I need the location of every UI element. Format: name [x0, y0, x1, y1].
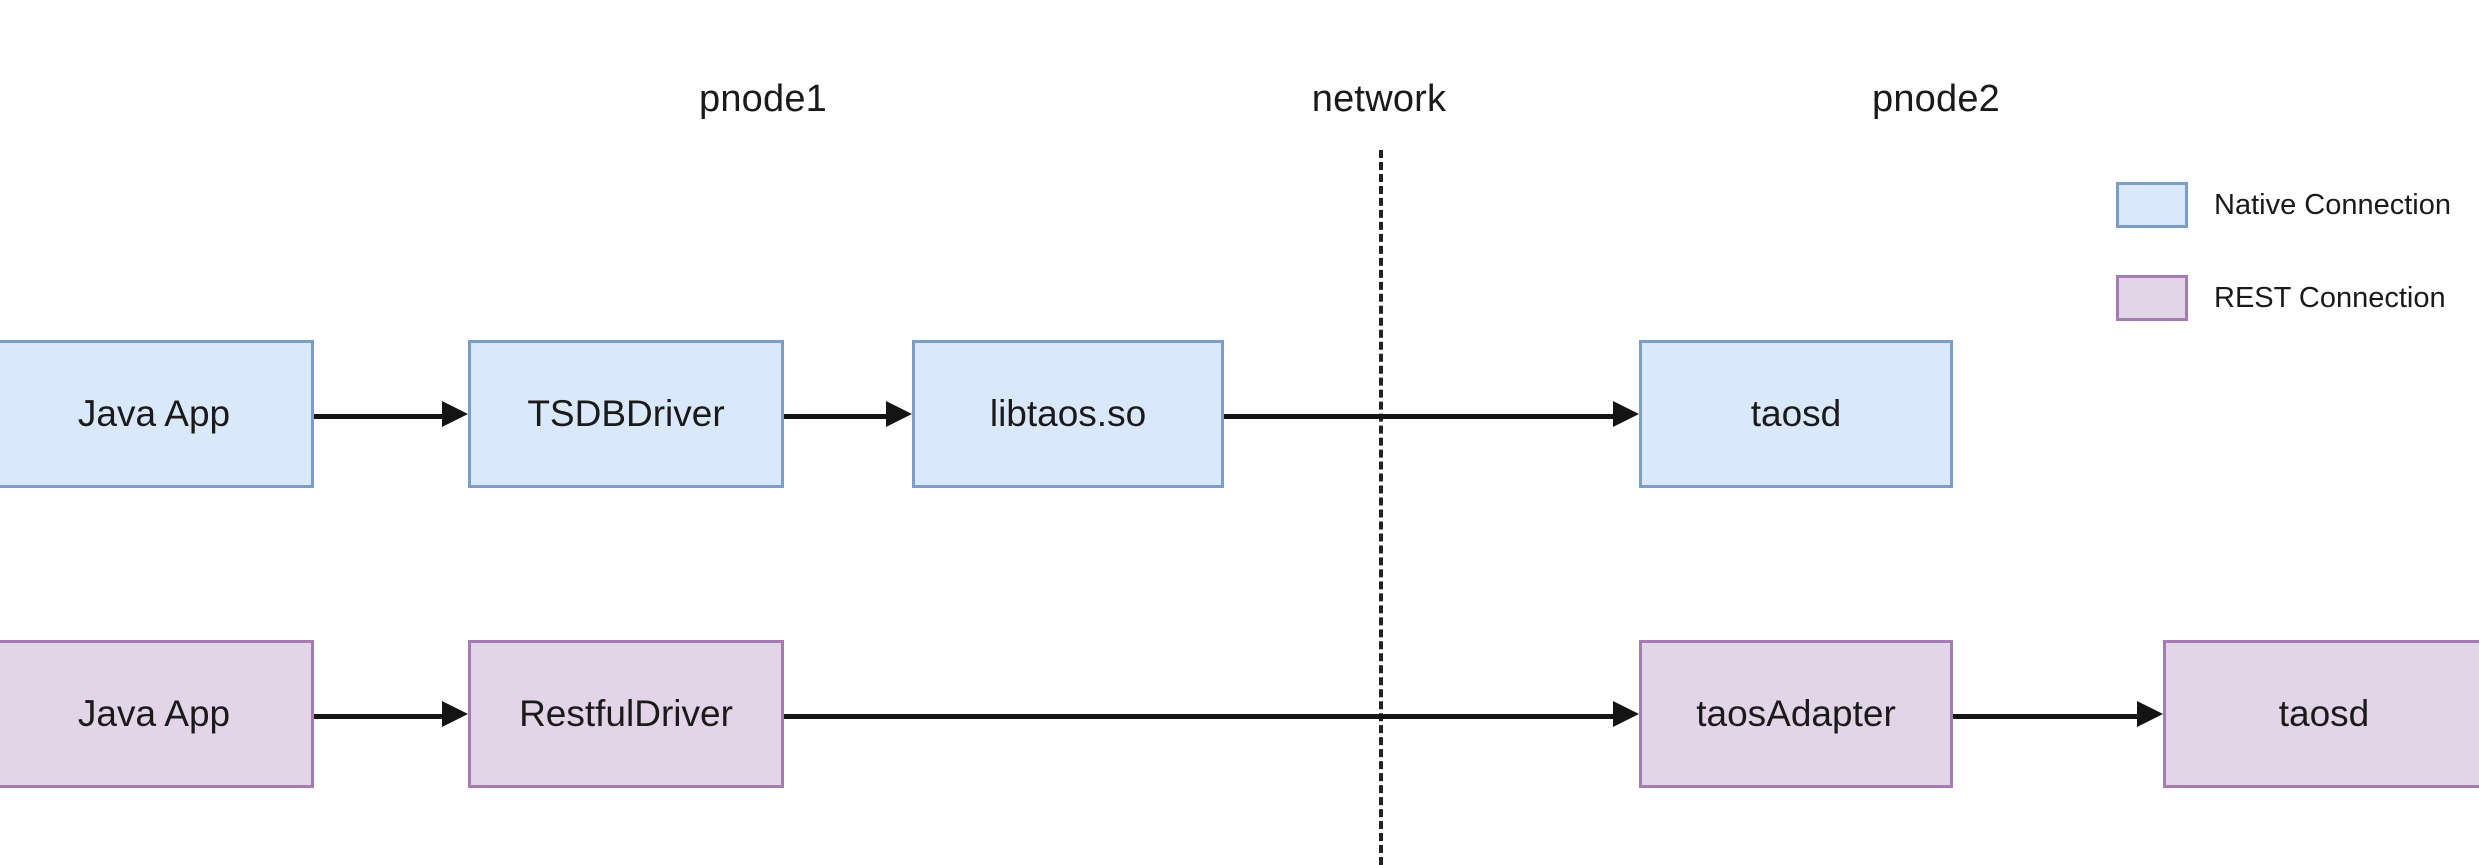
edge-taosadapter-to-taosd	[1953, 714, 2143, 719]
network-divider-line	[1379, 150, 1383, 865]
column-label-network: network	[1311, 78, 1447, 120]
legend-rest: REST Connection	[2116, 275, 2446, 321]
legend-rest-label: REST Connection	[2214, 281, 2446, 314]
node-label: taosAdapter	[1696, 693, 1896, 734]
node-label: taosd	[2278, 693, 2370, 734]
node-libtaos-so[interactable]: libtaos.so	[912, 340, 1224, 488]
edge-tsdbdriver-to-libtaos	[784, 414, 892, 419]
legend-native: Native Connection	[2116, 182, 2451, 228]
node-label: TSDBDriver	[527, 393, 725, 434]
node-label: Java App	[77, 693, 231, 734]
edge-javaapp-to-tsdbdriver	[314, 414, 448, 419]
node-label: libtaos.so	[989, 393, 1147, 434]
edge-taosadapter-to-taosd-arrowhead-icon	[2137, 701, 2163, 727]
legend-native-swatch	[2116, 182, 2188, 228]
node-taosd-native[interactable]: taosd	[1639, 340, 1953, 488]
node-label: taosd	[1750, 393, 1842, 434]
column-label-pnode2: pnode2	[1871, 78, 2001, 120]
node-tsdb-driver[interactable]: TSDBDriver	[468, 340, 784, 488]
edge-libtaos-to-taosd	[1224, 414, 1619, 419]
edge-javaapp-to-restfuldriver-arrowhead-icon	[442, 701, 468, 727]
column-label-pnode1: pnode1	[698, 78, 828, 120]
node-label: Java App	[77, 393, 231, 434]
edge-tsdbdriver-to-libtaos-arrowhead-icon	[886, 401, 912, 427]
node-taosd-rest[interactable]: taosd	[2163, 640, 2479, 788]
edge-restfuldriver-to-taosadapter	[784, 714, 1619, 719]
edge-javaapp-to-restfuldriver	[314, 714, 448, 719]
legend-native-label: Native Connection	[2214, 188, 2451, 221]
edge-libtaos-to-taosd-arrowhead-icon	[1613, 401, 1639, 427]
edge-restfuldriver-to-taosadapter-arrowhead-icon	[1613, 701, 1639, 727]
edge-javaapp-to-tsdbdriver-arrowhead-icon	[442, 401, 468, 427]
node-java-app-native[interactable]: Java App	[0, 340, 314, 488]
node-taos-adapter[interactable]: taosAdapter	[1639, 640, 1953, 788]
legend-rest-swatch	[2116, 275, 2188, 321]
node-label: RestfulDriver	[519, 693, 733, 734]
node-restful-driver[interactable]: RestfulDriver	[468, 640, 784, 788]
node-java-app-rest[interactable]: Java App	[0, 640, 314, 788]
